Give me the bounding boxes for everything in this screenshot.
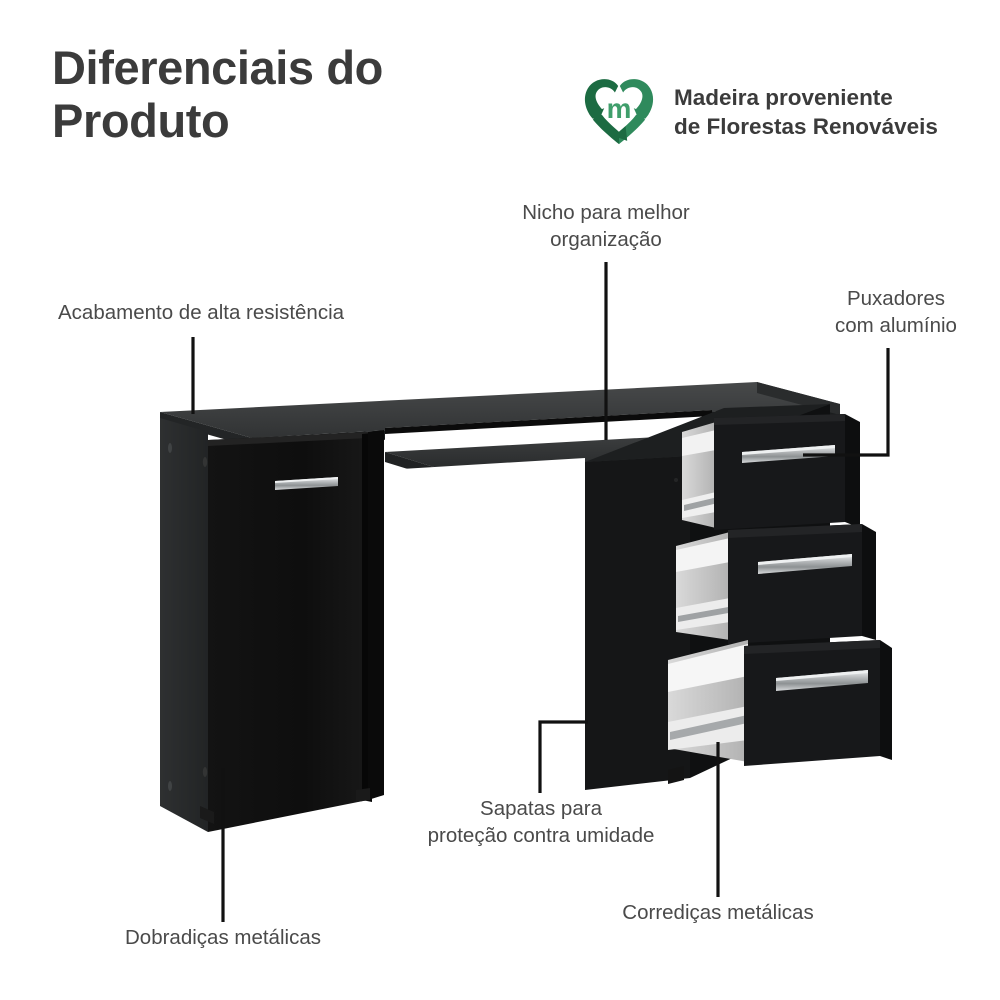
drawer-handle-middle	[758, 554, 852, 574]
eco-badge-text: Madeira proveniente de Florestas Renováv…	[674, 85, 938, 139]
drawer-top	[682, 414, 860, 530]
cabinet-door-handle	[275, 477, 338, 490]
pedestal-foot-front	[668, 766, 684, 784]
page-title: Diferenciais do Produto	[52, 41, 383, 147]
callout-sapatas: Sapatas para proteção contra umidade	[427, 797, 655, 847]
drawer-slide-top	[684, 497, 718, 511]
left-cabinet	[160, 418, 384, 832]
drawer-handle-bottom	[776, 670, 868, 691]
eco-certification-badge: m Madeira proveniente de Florestas Renov…	[578, 72, 938, 154]
drawer-middle	[676, 524, 876, 644]
callout-puxadores: Puxadores com alumínio	[835, 287, 957, 337]
callout-dobradicas: Dobradiças metálicas	[125, 926, 321, 949]
callout-corredicas: Corrediças metálicas	[622, 901, 814, 924]
drawer-slide-middle	[678, 606, 734, 622]
hinge-lower-icon	[202, 767, 208, 777]
drawer-bottom	[668, 640, 892, 766]
callout-acabamento: Acabamento de alta resistência	[58, 301, 345, 324]
callout-nicho: Nicho para melhor organização	[522, 201, 690, 251]
badge-monogram: m	[607, 93, 632, 124]
recycle-heart-icon: m	[584, 79, 654, 145]
cabinet-foot-left	[200, 806, 214, 824]
hinge-upper-icon	[202, 457, 208, 467]
cabinet-foot-right	[356, 788, 370, 802]
drawer-slide-bottom	[670, 714, 752, 740]
